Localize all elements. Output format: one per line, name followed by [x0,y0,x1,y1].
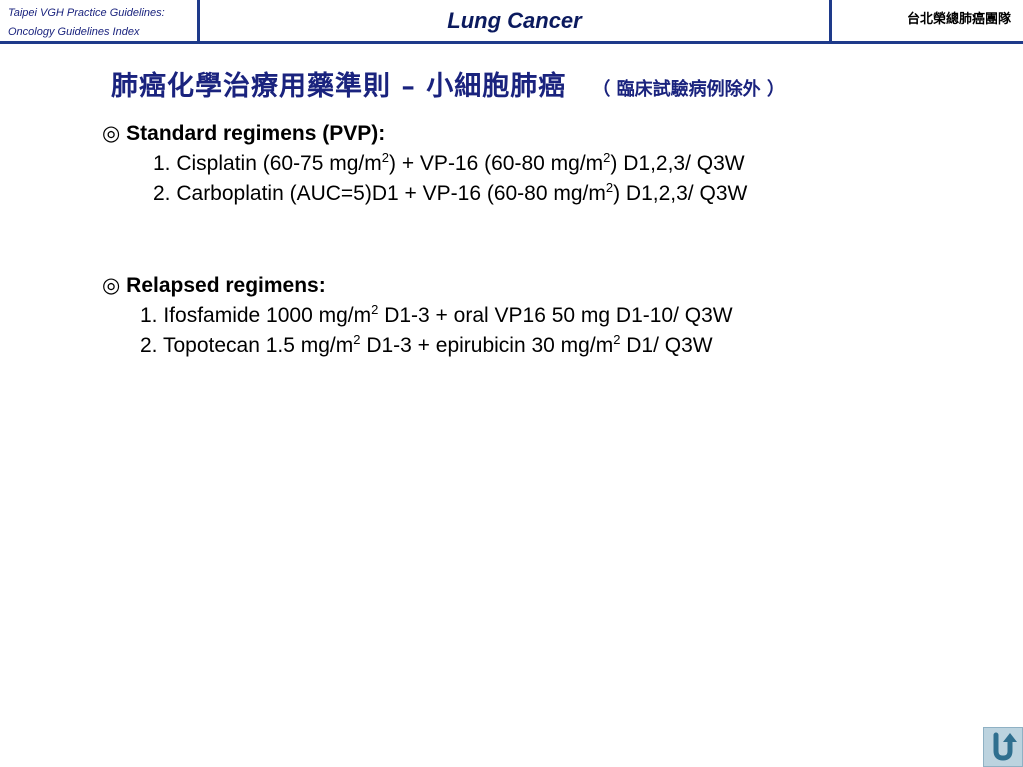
regimen-text: D1/ Q3W [620,334,713,357]
regimen-text: ) D1,2,3/ Q3W [610,152,745,175]
superscript: 2 [605,180,614,195]
relapsed-regimen-1: 1. Ifosfamide 1000 mg/m2 D1-3 + oral VP1… [140,302,733,328]
regimen-text: 2. Topotecan 1.5 mg/m [140,334,354,357]
superscript: 2 [353,332,361,347]
regimen-text: 1. Ifosfamide 1000 mg/m [140,304,372,327]
header-bar: Taipei VGH Practice Guidelines: Oncology… [0,0,1023,44]
page-title-note: （ 臨床試驗病例除外 ） [592,79,785,100]
regimen-text: ) + VP-16 (60-80 mg/m [389,152,604,175]
header-guideline-index[interactable]: Taipei VGH Practice Guidelines: Oncology… [0,0,200,41]
header-guideline-subtitle: Oncology Guidelines Index [8,26,140,38]
page-title-main: 肺癌化學治療用藥準則 – 小細胞肺癌 [111,71,567,102]
standard-regimens-heading: ◎ Standard regimens (PVP): [102,122,386,145]
header-guideline-title: Taipei VGH Practice Guidelines: [8,7,165,19]
standard-regimen-1: 1. Cisplatin (60-75 mg/m2) + VP-16 (60-8… [153,150,745,176]
superscript: 2 [603,150,611,165]
return-button[interactable] [983,727,1023,767]
superscript: 2 [371,302,379,317]
header-right: 台北榮總肺癌團隊 [832,0,1023,41]
team-label: 台北榮總肺癌團隊 [906,12,1011,27]
page-title: 肺癌化學治療用藥準則 – 小細胞肺癌 （ 臨床試驗病例除外 ） [111,64,785,103]
relapsed-regimens-heading: ◎ Relapsed regimens: [102,274,326,297]
regimen-text: D1-3 + epirubicin 30 mg/m [360,334,614,357]
standard-regimen-2: 2. Carboplatin (AUC=5)D1 + VP-16 (60-80 … [153,180,748,206]
superscript: 2 [381,150,389,165]
superscript: 2 [613,332,621,347]
return-u-turn-icon [993,732,1017,761]
relapsed-regimen-2: 2. Topotecan 1.5 mg/m2 D1-3 + epirubicin… [140,332,713,358]
page-section-title: Lung Cancer [447,8,582,33]
header-center: Lung Cancer [200,0,832,41]
regimen-text: 2. Carboplatin (AUC=5)D1 + VP-16 (60-80 … [153,182,606,205]
regimen-text: ) D1,2,3/ Q3W [613,182,748,205]
regimen-text: 1. Cisplatin (60-75 mg/m [153,152,382,175]
regimen-text: D1-3 + oral VP16 50 mg D1-10/ Q3W [378,304,733,327]
